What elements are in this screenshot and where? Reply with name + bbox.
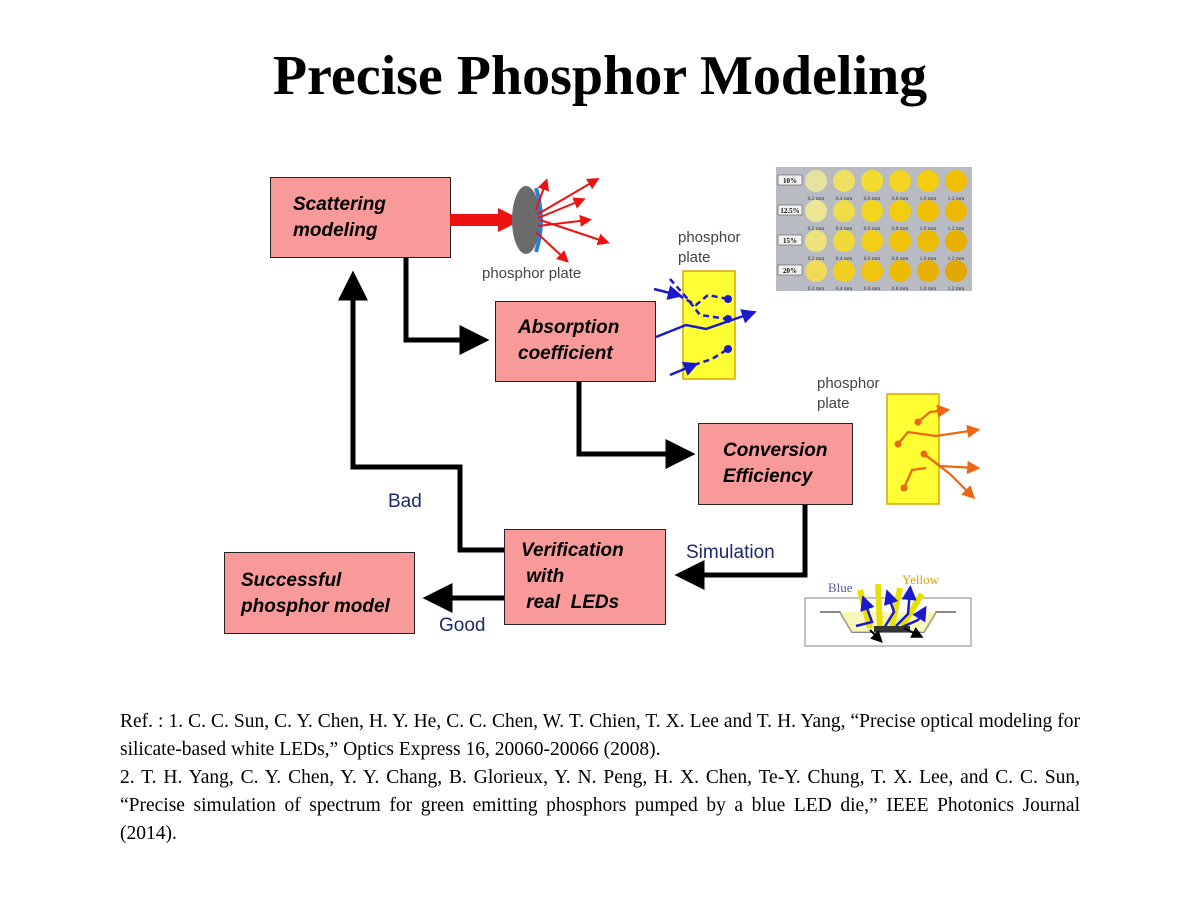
- thickness-label: 0.8 mm: [892, 196, 910, 202]
- sample-labels: 10% 0.2 mm 0.4 mm 0.6 mm 0.8 mm 1.0 mm 1.2 mm 1…: [777, 174, 966, 291]
- bad-label: Bad: [388, 491, 422, 512]
- phosphor-sample-dot: [861, 170, 883, 192]
- absorption-coefficient-box: Absorption coefficient: [495, 301, 656, 382]
- scattering-illustration: [450, 177, 610, 263]
- phosphor-sample-dot: [861, 200, 883, 222]
- thickness-label: 0.8 mm: [892, 286, 910, 291]
- blue-led-rays: [855, 585, 927, 630]
- phosphor-sample-dot: [917, 230, 939, 252]
- concentration-tag: [777, 204, 803, 216]
- concentration-label: 12.5%: [780, 207, 799, 215]
- orange-rays: [897, 404, 981, 500]
- thickness-label: 1.2 mm: [948, 196, 966, 202]
- thickness-label: 0.2 mm: [808, 256, 826, 262]
- arrow-bad-feedback: [338, 270, 505, 553]
- concentration-tag: [777, 234, 803, 246]
- phosphor-plate-label-1: phosphor plate: [482, 265, 582, 282]
- phosphor-sample-dot: [917, 170, 939, 192]
- phosphor-sample-photo: 10% 0.2 mm 0.4 mm 0.6 mm 0.8 mm 1.0 mm 1.2 mm 1…: [776, 167, 972, 291]
- concentration-label: 10%: [783, 177, 797, 185]
- scattering-modeling-box: Scattering modeling: [270, 177, 451, 258]
- slide-title: Precise Phosphor Modeling: [272, 45, 928, 107]
- thickness-label: 1.0 mm: [920, 256, 938, 262]
- thickness-label: 0.6 mm: [864, 226, 882, 232]
- black-rays: [869, 627, 924, 643]
- phosphor-sample-dot: [917, 200, 939, 222]
- sample-dots: [805, 170, 967, 282]
- concentration-tag: [777, 174, 803, 186]
- thickness-label: 0.2 mm: [808, 196, 826, 202]
- thickness-label: 0.4 mm: [836, 226, 854, 232]
- conversion-illustration: [886, 393, 981, 505]
- phosphor-sample-dot: [805, 230, 827, 252]
- phosphor-sample-dot: [945, 260, 967, 282]
- reference-1: Ref. : 1. C. C. Sun, C. Y. Chen, H. Y. H…: [120, 711, 1080, 760]
- phosphor-sample-dot: [889, 230, 911, 252]
- emission-points: [894, 418, 928, 492]
- phosphor-sample-dot: [945, 230, 967, 252]
- thickness-label: 1.2 mm: [948, 256, 966, 262]
- phosphor-disc: [512, 186, 540, 254]
- led-package-illustration: Blue Yellow: [804, 572, 972, 647]
- beam-arrowhead: [498, 208, 522, 232]
- phosphor-sample-dot: [861, 230, 883, 252]
- led-yellow-label: Yellow: [902, 572, 940, 587]
- phosphor-sample-dot: [833, 230, 855, 252]
- absorption-illustration: [653, 270, 757, 380]
- phosphor-sample-dot: [889, 170, 911, 192]
- arrow-scattering-to-absorption: [403, 258, 490, 355]
- reference-2: 2. T. H. Yang, C. Y. Chen, Y. Y. Chang, …: [120, 767, 1080, 844]
- conversion-efficiency-box: Conversion Efficiency: [698, 423, 853, 505]
- simulation-label: Simulation: [686, 542, 775, 563]
- phosphor-plate-yellow-2: [886, 393, 940, 505]
- thickness-label: 0.4 mm: [836, 256, 854, 262]
- phosphor-sample-dot: [805, 170, 827, 192]
- led-die: [874, 626, 910, 632]
- thickness-label: 0.4 mm: [836, 286, 854, 291]
- phosphor-sample-dot: [833, 260, 855, 282]
- thickness-label: 1.2 mm: [948, 286, 966, 291]
- phosphor-sample-dot: [945, 200, 967, 222]
- concentration-label: 15%: [783, 237, 797, 245]
- references: Ref. : 1. C. C. Sun, C. Y. Chen, H. Y. H…: [120, 708, 1080, 848]
- thickness-label: 0.4 mm: [836, 196, 854, 202]
- verification-box: Verification with real LEDs: [504, 529, 666, 625]
- absorption-points: [724, 295, 732, 353]
- successful-model-box: Successful phosphor model: [224, 552, 415, 634]
- thickness-label: 0.6 mm: [864, 286, 882, 291]
- arrow-absorption-to-conversion: [576, 381, 696, 469]
- thickness-label: 0.6 mm: [864, 256, 882, 262]
- phosphor-sample-dot: [833, 200, 855, 222]
- phosphor-sample-dot: [861, 260, 883, 282]
- thickness-label: 0.8 mm: [892, 256, 910, 262]
- phosphor-sample-dot: [833, 170, 855, 192]
- thickness-label: 1.2 mm: [948, 226, 966, 232]
- incident-beam: [450, 214, 500, 226]
- thickness-label: 1.0 mm: [920, 196, 938, 202]
- thickness-label: 0.8 mm: [892, 226, 910, 232]
- concentration-tag: [777, 264, 803, 276]
- thickness-label: 1.0 mm: [920, 286, 938, 291]
- phosphor-sample-dot: [917, 260, 939, 282]
- concentration-label: 20%: [783, 267, 797, 275]
- phosphor-plate-label-3: phosphor plate: [817, 375, 880, 412]
- phosphor-sample-dot: [889, 200, 911, 222]
- good-label: Good: [439, 615, 486, 636]
- led-blue-label: Blue: [828, 580, 853, 595]
- phosphor-plate-label-2: phosphor plate: [678, 229, 741, 266]
- phosphor-sample-dot: [945, 170, 967, 192]
- arrow-simulation-to-verification: [674, 505, 808, 590]
- thickness-label: 0.2 mm: [808, 286, 826, 291]
- thickness-label: 0.2 mm: [808, 226, 826, 232]
- thickness-label: 0.6 mm: [864, 196, 882, 202]
- phosphor-sample-dot: [889, 260, 911, 282]
- thickness-label: 1.0 mm: [920, 226, 938, 232]
- scattered-rays: [535, 177, 610, 263]
- phosphor-sample-dot: [805, 200, 827, 222]
- phosphor-sample-dot: [805, 260, 827, 282]
